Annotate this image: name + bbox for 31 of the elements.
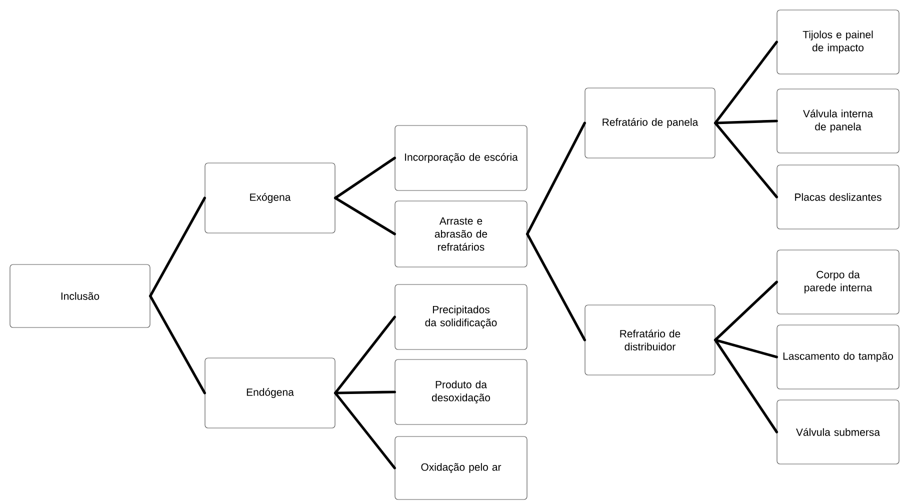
connector-line: [334, 196, 396, 236]
connector-line: [334, 316, 396, 394]
connector-line: [334, 390, 396, 394]
connector-line: [334, 392, 396, 470]
process-box: Placas deslizantes: [776, 164, 900, 230]
process-box: Produto da desoxidação: [394, 359, 528, 425]
process-box: Refratário de panela: [584, 88, 716, 158]
connector-line: [714, 122, 778, 198]
process-box: Válvula interna de panela: [776, 88, 900, 154]
connector-line: [714, 120, 778, 124]
connector-line: [149, 294, 206, 394]
process-box: Lascamento do tampão: [776, 324, 900, 390]
connector-line: [714, 338, 778, 358]
connector-line: [714, 40, 778, 124]
connector-line: [526, 232, 586, 342]
process-box: Refratário de distribuidor: [584, 304, 716, 376]
connector-line: [149, 196, 206, 298]
process-box: Inclusão: [10, 264, 150, 328]
process-box: Incorporação de escória: [394, 125, 528, 191]
process-box: Precipitados da solidificação: [394, 284, 528, 350]
process-box: Tijolos e painel de impacto: [776, 10, 900, 74]
connector-line: [334, 156, 396, 200]
process-box: Exógena: [204, 162, 336, 234]
connector-line: [714, 280, 778, 342]
connector-line: [714, 338, 778, 434]
process-box: Endógena: [204, 358, 336, 428]
process-box: Corpo da parede interna: [776, 250, 900, 314]
process-box: Oxidação pelo ar: [394, 436, 528, 500]
process-box: Válvula submersa: [776, 400, 900, 464]
connector-line: [526, 122, 586, 236]
process-box: Arraste e abrasão de refratários: [394, 200, 528, 268]
